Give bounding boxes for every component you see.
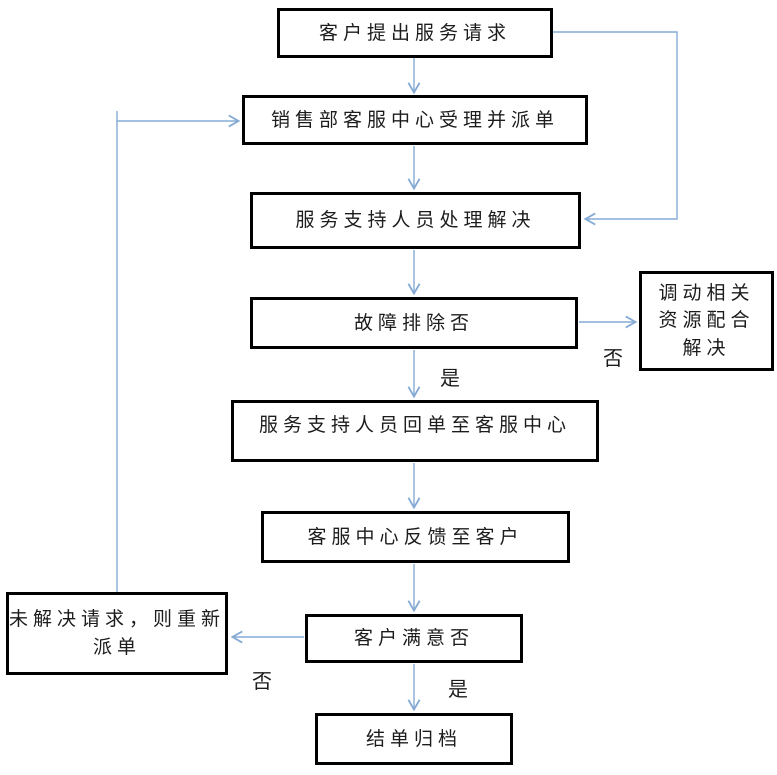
node-resources-label-line1: 调动相关 bbox=[658, 281, 755, 304]
edge-label-yes-fault: 是 bbox=[440, 366, 460, 390]
node-customer-request-label: 客户提出服务请求 bbox=[318, 21, 511, 44]
edge-label-yes-satisfaction: 是 bbox=[448, 677, 468, 701]
node-archive-label: 结单归档 bbox=[365, 727, 462, 750]
node-dispatch: 销售部客服中心受理并派单 bbox=[242, 95, 588, 145]
edge-redispatch-to-dispatch bbox=[116, 114, 241, 592]
edge-label-no-fault: 否 bbox=[603, 346, 623, 370]
node-fault-check: 故障排除否 bbox=[250, 297, 578, 349]
node-redispatch: 未解决请求，则重新 派单 bbox=[6, 592, 228, 675]
node-archive: 结单归档 bbox=[315, 713, 513, 765]
node-return-order-label: 服务支持人员回单至客服中心 bbox=[258, 414, 571, 436]
node-resources-label-line2: 资源配合 bbox=[658, 309, 755, 332]
node-customer-request: 客户提出服务请求 bbox=[277, 8, 553, 58]
node-redispatch-label-line1: 未解决请求，则重新 bbox=[9, 607, 226, 630]
node-resources-label-line3: 解决 bbox=[682, 336, 731, 359]
node-fault-check-label: 故障排除否 bbox=[353, 311, 474, 334]
node-redispatch-label-line2: 派单 bbox=[92, 635, 141, 658]
node-support-handle-label: 服务支持人员处理解决 bbox=[295, 209, 536, 232]
node-satisfaction-check-label: 客户满意否 bbox=[353, 627, 474, 650]
edge-label-no-satisfaction: 否 bbox=[252, 669, 272, 693]
node-support-handle: 服务支持人员处理解决 bbox=[250, 192, 581, 249]
node-dispatch-label: 销售部客服中心受理并派单 bbox=[270, 108, 559, 131]
node-feedback-label: 客服中心反馈至客户 bbox=[307, 525, 524, 548]
node-satisfaction-check: 客户满意否 bbox=[305, 614, 523, 663]
node-feedback: 客服中心反馈至客户 bbox=[261, 511, 570, 563]
node-resources: 调动相关 资源配合 解决 bbox=[639, 271, 774, 371]
node-return-order: 服务支持人员回单至客服中心 bbox=[231, 400, 599, 462]
